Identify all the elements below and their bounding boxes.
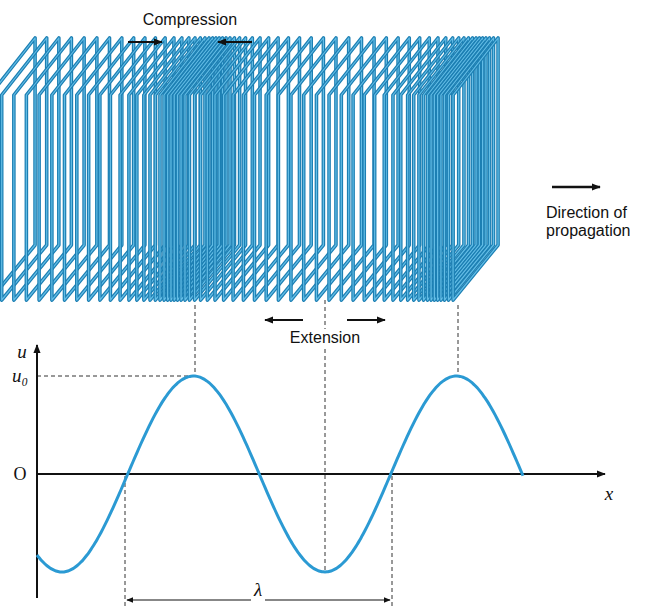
x-axis xyxy=(37,473,605,475)
axis-label: x xyxy=(605,483,613,505)
axis-label: u xyxy=(17,341,27,363)
coil-ring xyxy=(453,38,498,300)
displacement-wave xyxy=(37,376,523,572)
wavelength-label: λ xyxy=(251,579,265,601)
ring-highlight xyxy=(453,38,498,300)
amplitude-label: u₀ xyxy=(12,365,28,387)
ring-outline xyxy=(453,38,498,300)
origin-label: O xyxy=(14,464,27,485)
propagation-arrow xyxy=(552,186,600,189)
caption-label: Direction of propagation xyxy=(546,204,650,241)
extension-arrow xyxy=(265,319,303,321)
compression-arrow xyxy=(128,41,162,43)
caption-label: Compression xyxy=(143,11,237,29)
spring-coil xyxy=(0,38,498,300)
compression-arrow xyxy=(218,41,252,43)
guide-lines xyxy=(37,300,458,606)
caption-label: Extension xyxy=(287,329,363,347)
u-axis xyxy=(36,345,38,598)
extension-arrow xyxy=(347,319,385,321)
